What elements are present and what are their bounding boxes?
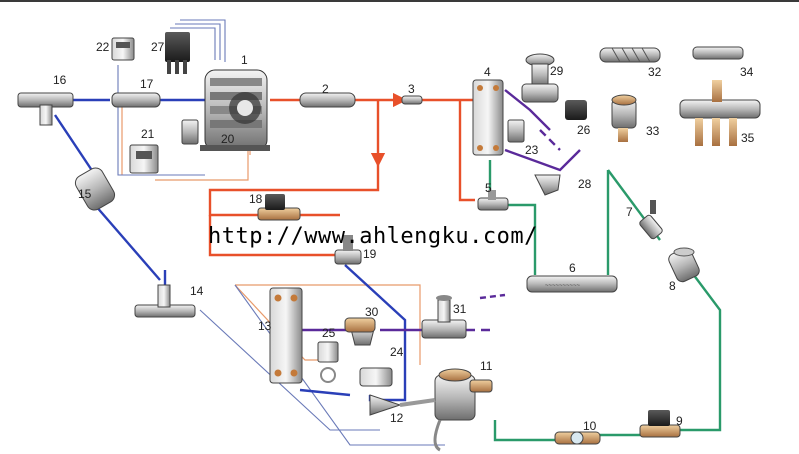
liquid-solenoid-valve [639, 410, 681, 438]
svg-text:~~~~~~~~~~: ~~~~~~~~~~ [545, 283, 581, 289]
component-label-35: 35 [741, 131, 755, 145]
water-line [300, 89, 581, 332]
check-valve [344, 317, 376, 333]
electronic-controller [565, 100, 587, 120]
component-label-16: 16 [53, 73, 67, 87]
angle-valve [639, 200, 663, 240]
component-label-24: 24 [390, 345, 404, 359]
bypass-solenoid-valve [257, 194, 301, 221]
component-label-20: 20 [221, 132, 235, 146]
spare-sight-glass [692, 46, 744, 60]
component-label-12: 12 [390, 411, 404, 425]
component-label-6: 6 [569, 261, 576, 275]
water-regulating-valve [521, 53, 559, 103]
component-label-11: 11 [480, 359, 493, 373]
component-label-29: 29 [550, 64, 564, 78]
component-label-28: 28 [578, 177, 592, 191]
component-label-14: 14 [190, 284, 204, 298]
refrigerant-distributor [369, 394, 436, 416]
terminal-block [165, 32, 190, 74]
component-label-33: 33 [646, 124, 660, 138]
condenser-pressure-switch [507, 119, 525, 143]
component-label-26: 26 [577, 123, 591, 137]
discharge-line [208, 92, 475, 257]
component-label-17: 17 [140, 77, 154, 91]
component-label-23: 23 [525, 143, 539, 157]
component-label-27: 27 [151, 40, 165, 54]
component-label-19: 19 [363, 247, 377, 261]
component-label-15: 15 [78, 187, 92, 201]
component-label-3: 3 [408, 82, 415, 96]
liquid-receiver: ~~~~~~~~~~ [526, 275, 618, 293]
suction-line-filter [111, 92, 161, 108]
sight-glass [554, 431, 601, 445]
suction-inlet-tee [17, 92, 74, 126]
plate-condenser [472, 79, 504, 156]
component-label-13: 13 [258, 319, 272, 333]
component-label-34: 34 [740, 65, 754, 79]
component-label-7: 7 [626, 205, 633, 219]
oil-pressure-switch [181, 119, 199, 145]
component-label-9: 9 [676, 414, 683, 428]
website-watermark: http://www.ahlengku.com/ [208, 224, 538, 249]
thermal-expansion-valve [433, 368, 493, 452]
hot-gas-bypass-valve [334, 235, 362, 265]
suction-filter [74, 167, 116, 211]
water-shutoff-valve [421, 295, 467, 339]
four-way-reversing-valve [679, 80, 761, 146]
liquid-line [488, 160, 722, 442]
component-label-21: 21 [141, 127, 155, 141]
compressor [200, 69, 270, 151]
component-label-8: 8 [669, 279, 676, 293]
component-label-1: 1 [241, 53, 248, 67]
component-label-32: 32 [648, 65, 662, 79]
component-label-30: 30 [365, 305, 379, 319]
evaporator-pressure-switch [317, 341, 393, 387]
component-label-22: 22 [96, 40, 110, 54]
component-label-31: 31 [453, 302, 467, 316]
discharge-pipe-section [401, 95, 423, 105]
low-pressure-switch [111, 37, 135, 61]
liquid-tee-valve [477, 190, 509, 211]
component-label-10: 10 [583, 419, 597, 433]
component-label-5: 5 [485, 181, 492, 195]
plate-evaporator [269, 287, 303, 384]
suction-tee [134, 284, 196, 318]
vibration-absorber [599, 47, 661, 63]
component-label-25: 25 [322, 326, 336, 340]
spare-expansion-valve [611, 94, 637, 142]
high-low-pressure-controller [129, 144, 159, 174]
component-label-18: 18 [249, 192, 263, 206]
discharge-muffler [299, 92, 356, 108]
y-strainer [534, 174, 561, 196]
filter-drier [668, 247, 700, 283]
component-label-4: 4 [484, 65, 491, 79]
component-label-2: 2 [322, 82, 329, 96]
